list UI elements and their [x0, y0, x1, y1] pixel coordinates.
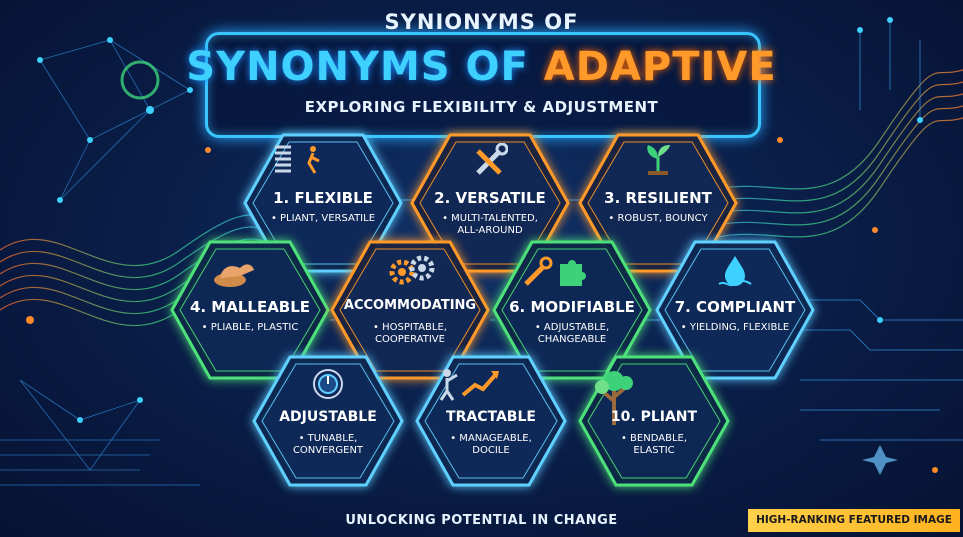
card-label: 7. COMPLIANT: [674, 298, 796, 316]
title-top: SYNIONYMS OF: [384, 10, 579, 34]
card-label: 1. FLEXIBLE: [273, 189, 373, 207]
card-label: TRACTABLE: [446, 409, 536, 425]
card-label: 4. MALLEABLE: [189, 298, 311, 316]
plant-sprout-icon: [640, 143, 676, 181]
dial-knob-icon: [308, 367, 348, 405]
person-arrow-icon: [435, 367, 501, 405]
card-description: • MANAGEABLE,DOCILE: [450, 433, 532, 456]
card-compliant: 7. COMPLIANT • YIELDING, FLEXIBLE: [655, 240, 815, 380]
featured-badge: HIGH-RANKING FEATURED IMAGE: [748, 509, 960, 532]
card-label: 3. RESILIENT: [604, 189, 712, 207]
water-drop-icon: [717, 254, 753, 292]
card-label: 2. VERSATILE: [434, 189, 546, 207]
tree-icon: [594, 367, 634, 431]
puzzle-wrench-icon: [520, 254, 586, 292]
hex-frame: [252, 355, 404, 487]
card-label: ADJUSTABLE: [279, 409, 377, 425]
spring-figure-icon: [271, 143, 325, 181]
card-malleable: 4. MALLEABLE • PLIABLE, PLASTIC: [170, 240, 330, 380]
card-description: • TUNABLE,CONVERGENT: [292, 433, 364, 456]
card-adjustable: ADJUSTABLE • TUNABLE,CONVERGENT: [252, 355, 404, 487]
card-label: 10. PLIANT: [610, 409, 698, 425]
hex-frame: [578, 133, 738, 273]
card-versatile: 2. VERSATILE • MULTI-TALENTED,ALL-AROUND: [410, 133, 570, 273]
page-title: SYNONYMS OF ADAPTIVE: [0, 44, 963, 90]
card-description: • MULTI-TALENTED,ALL-AROUND: [442, 213, 538, 236]
hex-frame: [415, 355, 567, 487]
card-flexible: 1. FLEXIBLE • PLIANT, VERSATILE: [243, 133, 403, 273]
card-resilient: 3. RESILIENT • ROBUST, BOUNCY: [578, 133, 738, 273]
hex-frame: [410, 133, 570, 273]
gears-icon: [386, 254, 436, 292]
card-description: • HOSPITABLE,COOPERATIVE: [373, 322, 447, 345]
card-tractable: TRACTABLE • MANAGEABLE,DOCILE: [415, 355, 567, 487]
card-description: • PLIANT, VERSATILE: [270, 213, 376, 224]
card-description: • ADJUSTABLE,CHANGEABLE: [534, 322, 610, 345]
card-description: • ROBUST, BOUNCY: [608, 213, 708, 224]
hex-frame: [170, 240, 330, 380]
wrench-tools-icon: [472, 142, 509, 181]
hex-frame: [330, 240, 490, 380]
title-part-1: SYNONYMS OF: [186, 44, 529, 90]
card-description: • BENDABLE,ELASTIC: [620, 433, 688, 456]
card-label: 6. MODIFIABLE: [509, 298, 635, 316]
card-label: ACCOMMODATING: [343, 298, 477, 313]
card-description: • PLIABLE, PLASTIC: [201, 322, 299, 333]
card-pliant: 10. PLIANT • BENDABLE,ELASTIC: [578, 355, 730, 487]
card-modifiable: 6. MODIFIABLE • ADJUSTABLE,CHANGEABLE: [492, 240, 652, 380]
title-part-2: ADAPTIVE: [543, 44, 777, 90]
hex-frame: [655, 240, 815, 380]
card-description: • YIELDING, FLEXIBLE: [680, 322, 790, 333]
footer-tagline: UNLOCKING POTENTIAL IN CHANGE: [345, 513, 618, 528]
clay-hand-icon: [210, 254, 256, 292]
card-accommodating: ACCOMMODATING • HOSPITABLE,COOPERATIVE: [330, 240, 490, 380]
page-subtitle: EXPLORING FLEXIBILITY & ADJUSTMENT: [304, 98, 659, 116]
title-frame: [205, 32, 761, 138]
